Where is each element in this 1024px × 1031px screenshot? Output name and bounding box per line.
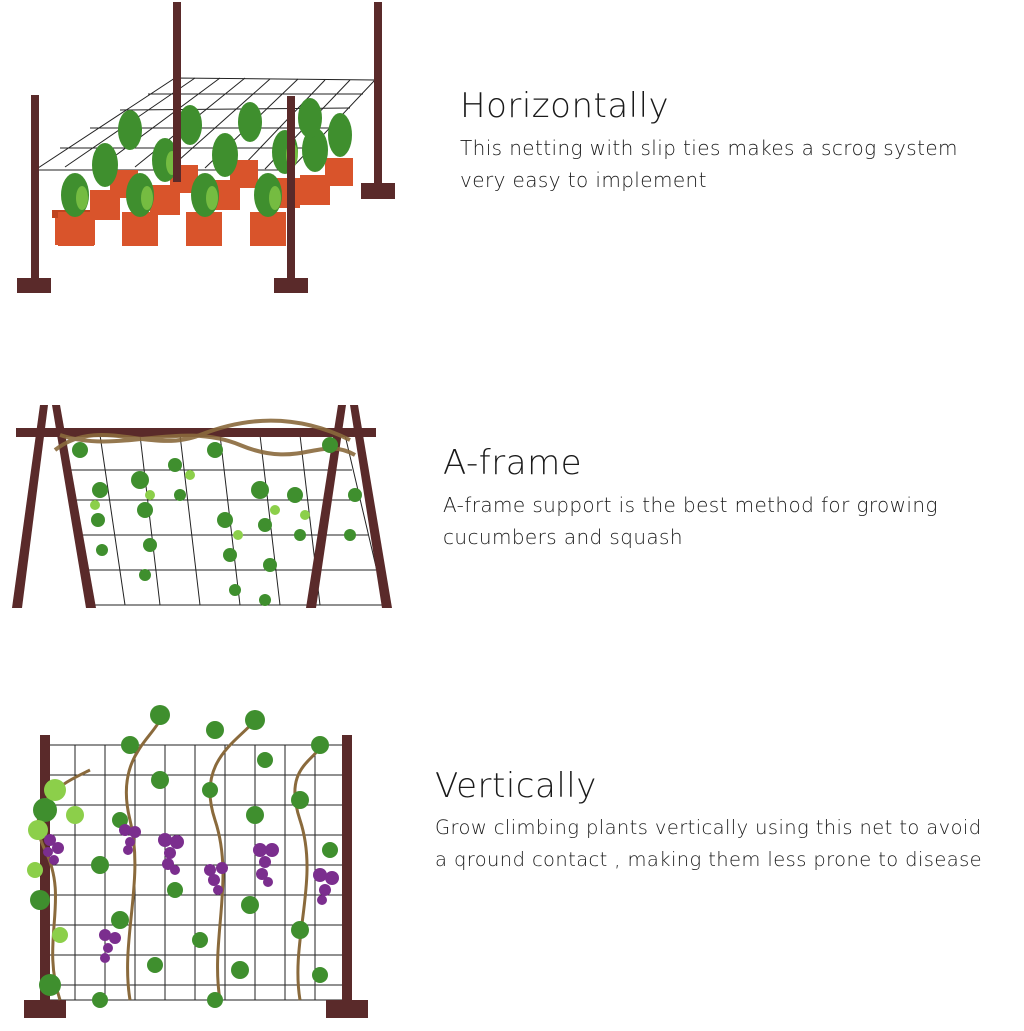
heading-aframe: A-frame bbox=[443, 443, 583, 483]
section-vertically: Vertically Grow climbing plants vertical… bbox=[0, 700, 1024, 1031]
description-vertically: Grow climbing plants vertically using th… bbox=[435, 812, 982, 876]
description-line: cucumbers and squash bbox=[443, 525, 683, 549]
section-aframe: A-frame A-frame support is the best meth… bbox=[0, 395, 1024, 625]
section-horizontally: Horizontally This netting with slip ties… bbox=[0, 0, 1024, 310]
text-block-aframe: A-frame A-frame support is the best meth… bbox=[443, 443, 938, 553]
text-block-vertically: Vertically Grow climbing plants vertical… bbox=[435, 766, 982, 876]
vertical-trellis-icon bbox=[24, 705, 368, 1018]
description-line: very easy to implement bbox=[460, 168, 707, 192]
aframe-trellis-icon bbox=[12, 405, 392, 608]
horizontal-trellis-icon bbox=[17, 2, 395, 293]
description-line: a qround contact , making them less pron… bbox=[435, 848, 983, 871]
text-block-horizontally: Horizontally This netting with slip ties… bbox=[460, 86, 958, 196]
description-line: A-frame support is the best method for g… bbox=[443, 493, 938, 517]
description-line: This netting with slip ties makes a scro… bbox=[460, 136, 958, 160]
description-line: Grow climbing plants vertically using th… bbox=[435, 816, 982, 839]
heading-vertically: Vertically bbox=[435, 766, 597, 806]
description-horizontally: This netting with slip ties makes a scro… bbox=[460, 132, 958, 196]
heading-horizontally: Horizontally bbox=[460, 86, 670, 126]
description-aframe: A-frame support is the best method for g… bbox=[443, 489, 938, 553]
